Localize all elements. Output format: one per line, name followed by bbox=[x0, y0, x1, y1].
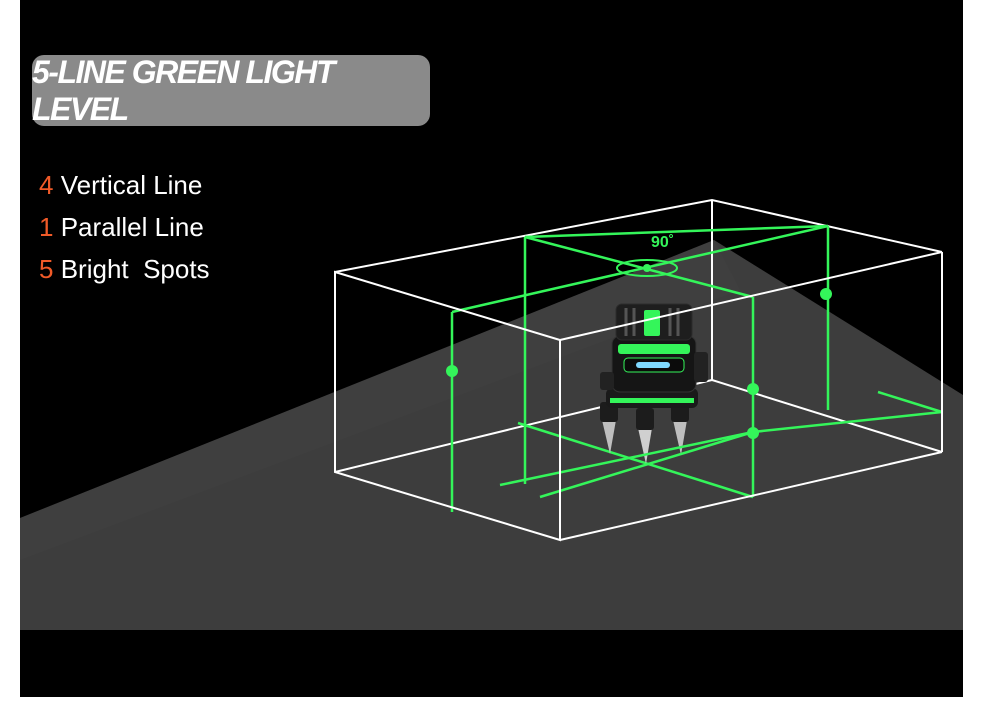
feature-label: Bright Spots bbox=[60, 254, 210, 284]
feature-list: 4 Vertical Line 1 Parallel Line 5 Bright… bbox=[39, 164, 210, 290]
bright-spot bbox=[820, 288, 832, 300]
laser-level-scene: 90˚ bbox=[20, 198, 963, 630]
feature-count: 5 bbox=[39, 254, 54, 284]
title-badge: 5-LINE GREEN LIGHT LEVEL bbox=[32, 53, 430, 127]
floor-plane bbox=[20, 240, 963, 630]
feature-label: Parallel Line bbox=[60, 212, 204, 242]
feature-label: Vertical Line bbox=[60, 170, 203, 200]
feature-count: 1 bbox=[39, 212, 54, 242]
product-title: 5-LINE GREEN LIGHT LEVEL bbox=[32, 53, 335, 127]
floor-shade bbox=[20, 240, 740, 560]
feature-item-parallel: 1 Parallel Line bbox=[39, 206, 210, 248]
feature-item-vertical: 4 Vertical Line bbox=[39, 164, 210, 206]
bright-spot bbox=[446, 365, 458, 377]
rotation-ellipse bbox=[616, 259, 678, 277]
laser-lines-rear bbox=[450, 224, 943, 512]
product-banner: 90˚ bbox=[20, 0, 963, 697]
feature-item-spots: 5 Bright Spots bbox=[39, 248, 210, 290]
bright-spots bbox=[446, 264, 832, 439]
box-wireframe-front bbox=[334, 251, 943, 542]
bright-spot bbox=[643, 264, 651, 272]
angle-label: 90˚ bbox=[651, 234, 674, 251]
laser-level-device bbox=[600, 303, 708, 464]
laser-lines-front bbox=[499, 410, 943, 499]
bright-spot bbox=[747, 383, 759, 395]
bright-spot bbox=[747, 427, 759, 439]
feature-count: 4 bbox=[39, 170, 54, 200]
